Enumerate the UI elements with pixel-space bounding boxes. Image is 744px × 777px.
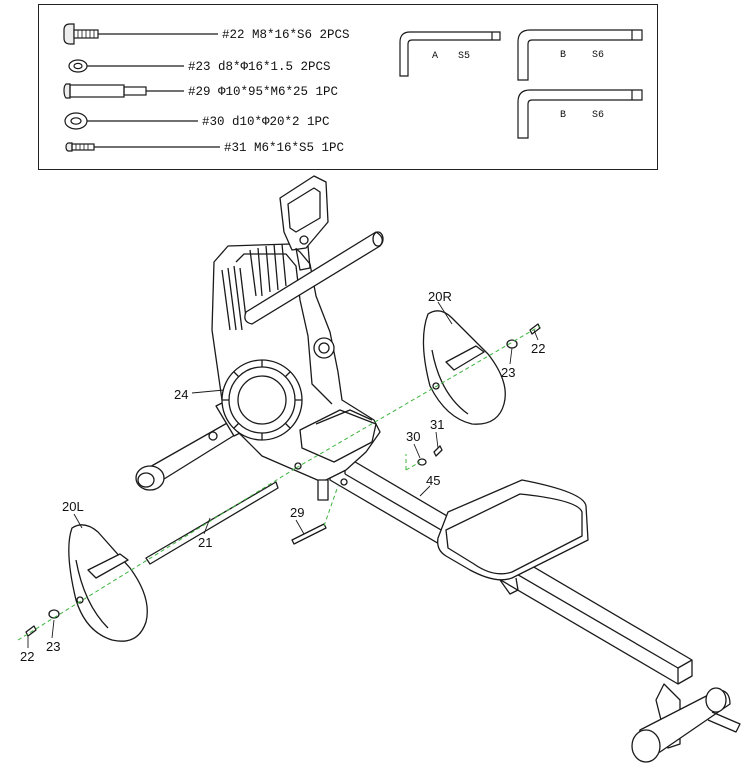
- wrench-b2-letter: B: [560, 110, 567, 121]
- leader-lines: [27, 301, 539, 648]
- wrench-a-size: S5: [458, 51, 471, 62]
- wrench-b1-size: S6: [592, 50, 605, 61]
- rod-21: [145, 481, 279, 565]
- pin-29: [291, 523, 327, 545]
- washer-30-icon: [64, 112, 198, 130]
- washer-23-icon: [68, 59, 184, 73]
- part-30-label: #30 d10*Φ20*2 1PC: [202, 115, 330, 129]
- console-monitor: [279, 175, 329, 271]
- wrench-b2-size: S6: [592, 110, 605, 121]
- seat: [437, 479, 589, 595]
- part-31-label: #31 M6*16*S5 1PC: [224, 141, 345, 155]
- pedal-20l: [68, 524, 148, 642]
- pedal-20r: [422, 310, 506, 425]
- callout-29: 29: [290, 505, 305, 520]
- wrench-a-icon: [399, 31, 501, 77]
- wrench-a-letter: A: [432, 51, 439, 62]
- callout-20l: 20L: [62, 499, 84, 514]
- callout-21: 21: [198, 535, 213, 550]
- callout-24: 24: [174, 387, 189, 402]
- assembly-guides: [17, 325, 541, 641]
- callout-31: 31: [430, 417, 445, 432]
- callout-20r: 20R: [428, 289, 452, 304]
- callout-22-right: 22: [531, 341, 546, 356]
- bolt-22-icon: [63, 23, 218, 45]
- rear-stabilizer: [631, 683, 741, 763]
- wrench-b2-icon: [517, 89, 643, 139]
- callout-23-left: 23: [46, 639, 61, 654]
- bolt-31-icon: [65, 142, 220, 152]
- main-frame: [211, 243, 381, 501]
- hardware-parts-box: [38, 4, 658, 170]
- callout-30: 30: [406, 429, 421, 444]
- part-23-label: #23 d8*Φ16*1.5 2PCS: [188, 60, 331, 74]
- handlebar: [244, 231, 384, 325]
- bracket-hardware: [417, 445, 443, 466]
- pin-29-icon: [63, 83, 184, 99]
- callout-22-left: 22: [20, 649, 35, 664]
- wrench-b1-icon: [517, 29, 643, 81]
- part-22-label: #22 M8*16*S6 2PCS: [222, 28, 350, 42]
- wrench-b1-letter: B: [560, 50, 567, 61]
- part-29-label: #29 Φ10*95*M6*25 1PC: [188, 85, 339, 99]
- callout-45: 45: [426, 473, 441, 488]
- callout-23-right: 23: [501, 365, 516, 380]
